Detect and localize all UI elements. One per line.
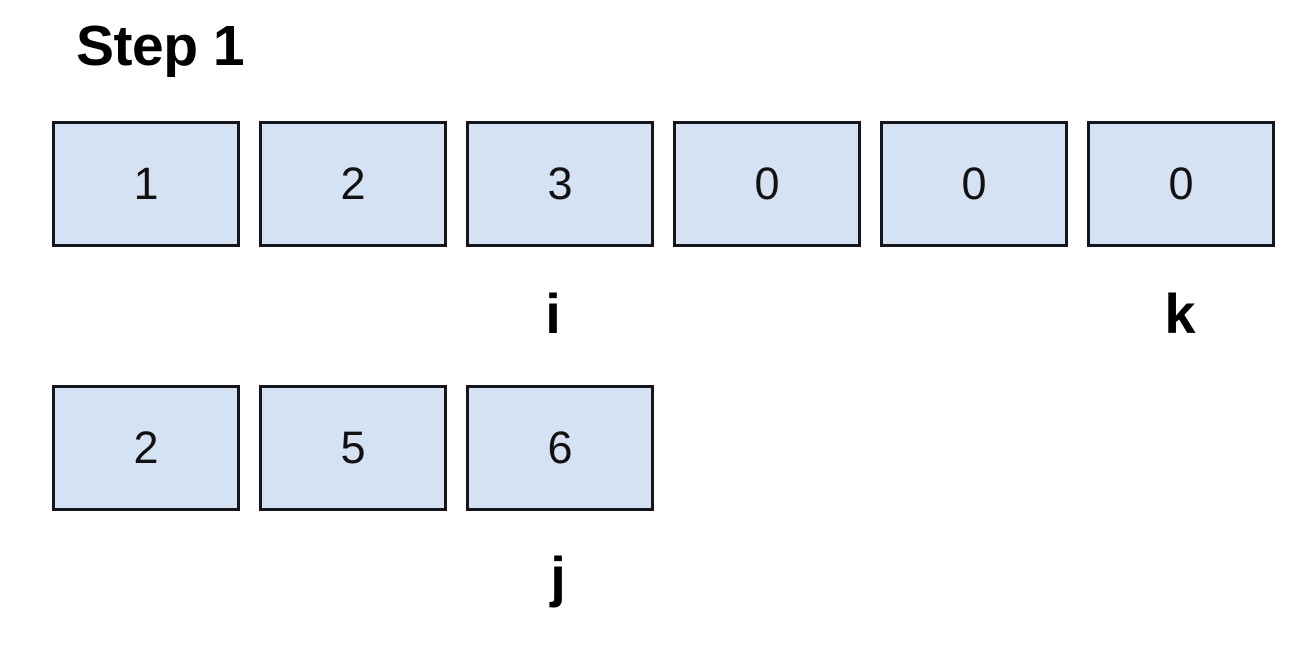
bottom-array-row: 2 5 6 bbox=[52, 385, 654, 511]
top-array-row: 1 2 3 0 0 0 bbox=[52, 121, 1275, 247]
array-cell: 0 bbox=[880, 121, 1068, 247]
cell-value: 3 bbox=[547, 157, 573, 209]
array-cell: 5 bbox=[259, 385, 447, 511]
cell-value: 0 bbox=[1168, 157, 1194, 209]
cell-value: 1 bbox=[133, 157, 159, 209]
pointer-label-j: j bbox=[550, 545, 566, 608]
array-cell: 3 bbox=[466, 121, 654, 247]
array-cell: 0 bbox=[1087, 121, 1275, 247]
array-cell: 6 bbox=[466, 385, 654, 511]
array-cell: 2 bbox=[259, 121, 447, 247]
pointer-label-k: k bbox=[1164, 282, 1196, 345]
cell-value: 5 bbox=[340, 421, 366, 473]
cell-value: 2 bbox=[340, 157, 366, 209]
array-cell: 2 bbox=[52, 385, 240, 511]
array-cell: 1 bbox=[52, 121, 240, 247]
cell-value: 0 bbox=[961, 157, 987, 209]
cell-value: 0 bbox=[754, 157, 780, 209]
cell-value: 6 bbox=[547, 421, 573, 473]
cell-value: 2 bbox=[133, 421, 159, 473]
array-cell: 0 bbox=[673, 121, 861, 247]
page-title: Step 1 bbox=[76, 14, 245, 78]
pointer-label-i: i bbox=[545, 282, 561, 345]
